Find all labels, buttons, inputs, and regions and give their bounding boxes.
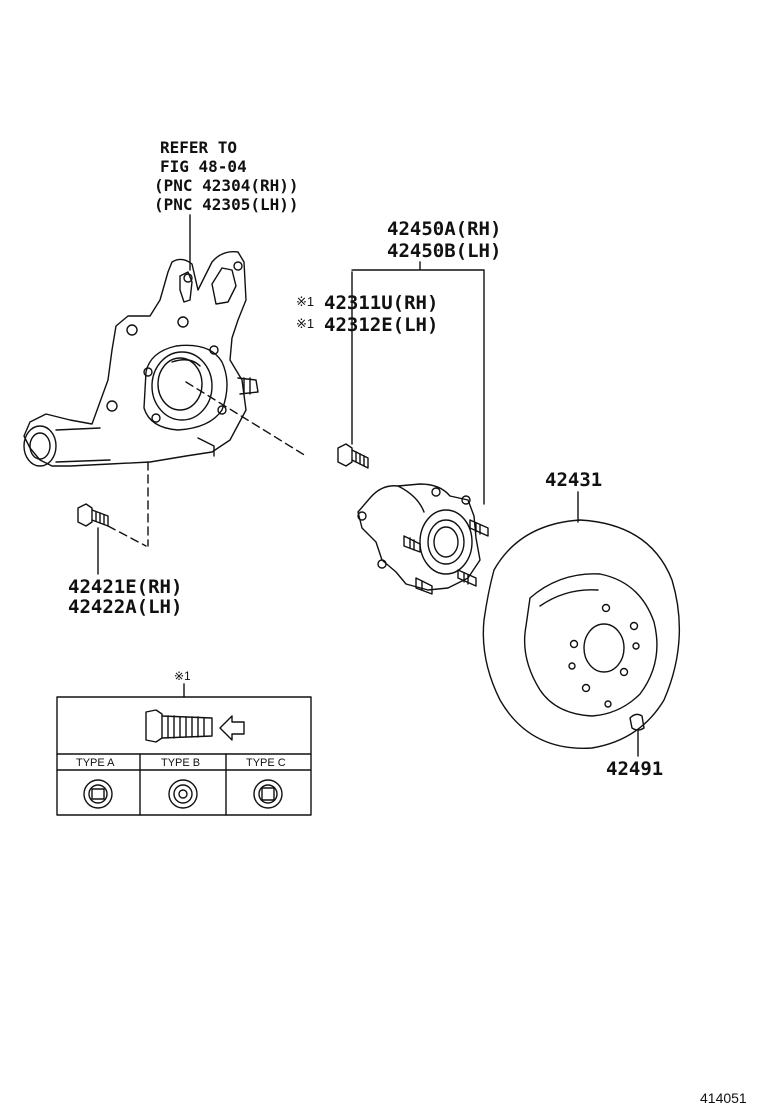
hub-bracket-leader bbox=[351, 261, 485, 505]
stud-type-inset bbox=[56, 696, 312, 816]
hub-rh-part-number: 42450A(RH) bbox=[387, 218, 502, 240]
knuckle-illustration bbox=[23, 251, 259, 467]
disc-rotor-illustration bbox=[482, 519, 681, 749]
bolt-lh-part-number: 42312E(LH) bbox=[324, 314, 439, 336]
figure-number: 414051 bbox=[700, 1090, 747, 1106]
type-b-label: TYPE B bbox=[161, 757, 201, 769]
disc-part-number: 42431 bbox=[545, 469, 603, 491]
hub-axis-line bbox=[185, 381, 307, 457]
plug-part-number: 42491 bbox=[606, 758, 664, 780]
type-a-label: TYPE A bbox=[76, 757, 115, 769]
plug-illustration bbox=[629, 713, 645, 731]
knuckle-bolt-illustration bbox=[77, 503, 109, 527]
bolt-rh-marker: ※1 bbox=[296, 294, 315, 309]
refer-fig-label: FIG 48-04 bbox=[160, 157, 247, 176]
bolt-rh-part-number: 42311U(RH) bbox=[324, 292, 439, 314]
type-c-label: TYPE C bbox=[246, 757, 286, 769]
bolt-lh-marker: ※1 bbox=[296, 316, 315, 331]
knuckle-bolt-lh-part-number: 42422A(LH) bbox=[68, 596, 183, 618]
knuckle-bolt-rh-part-number: 42421E(RH) bbox=[68, 576, 183, 598]
refer-pnc-rh-label: (PNC 42304(RH)) bbox=[154, 176, 299, 195]
hub-assembly-illustration bbox=[357, 483, 489, 595]
hub-lh-part-number: 42450B(LH) bbox=[387, 240, 502, 262]
refer-to-label: REFER TO bbox=[160, 138, 238, 157]
refer-pnc-lh-label: (PNC 42305(LH)) bbox=[154, 195, 299, 214]
inset-marker: ※1 bbox=[174, 669, 191, 683]
hub-stud-illustration bbox=[337, 443, 369, 469]
